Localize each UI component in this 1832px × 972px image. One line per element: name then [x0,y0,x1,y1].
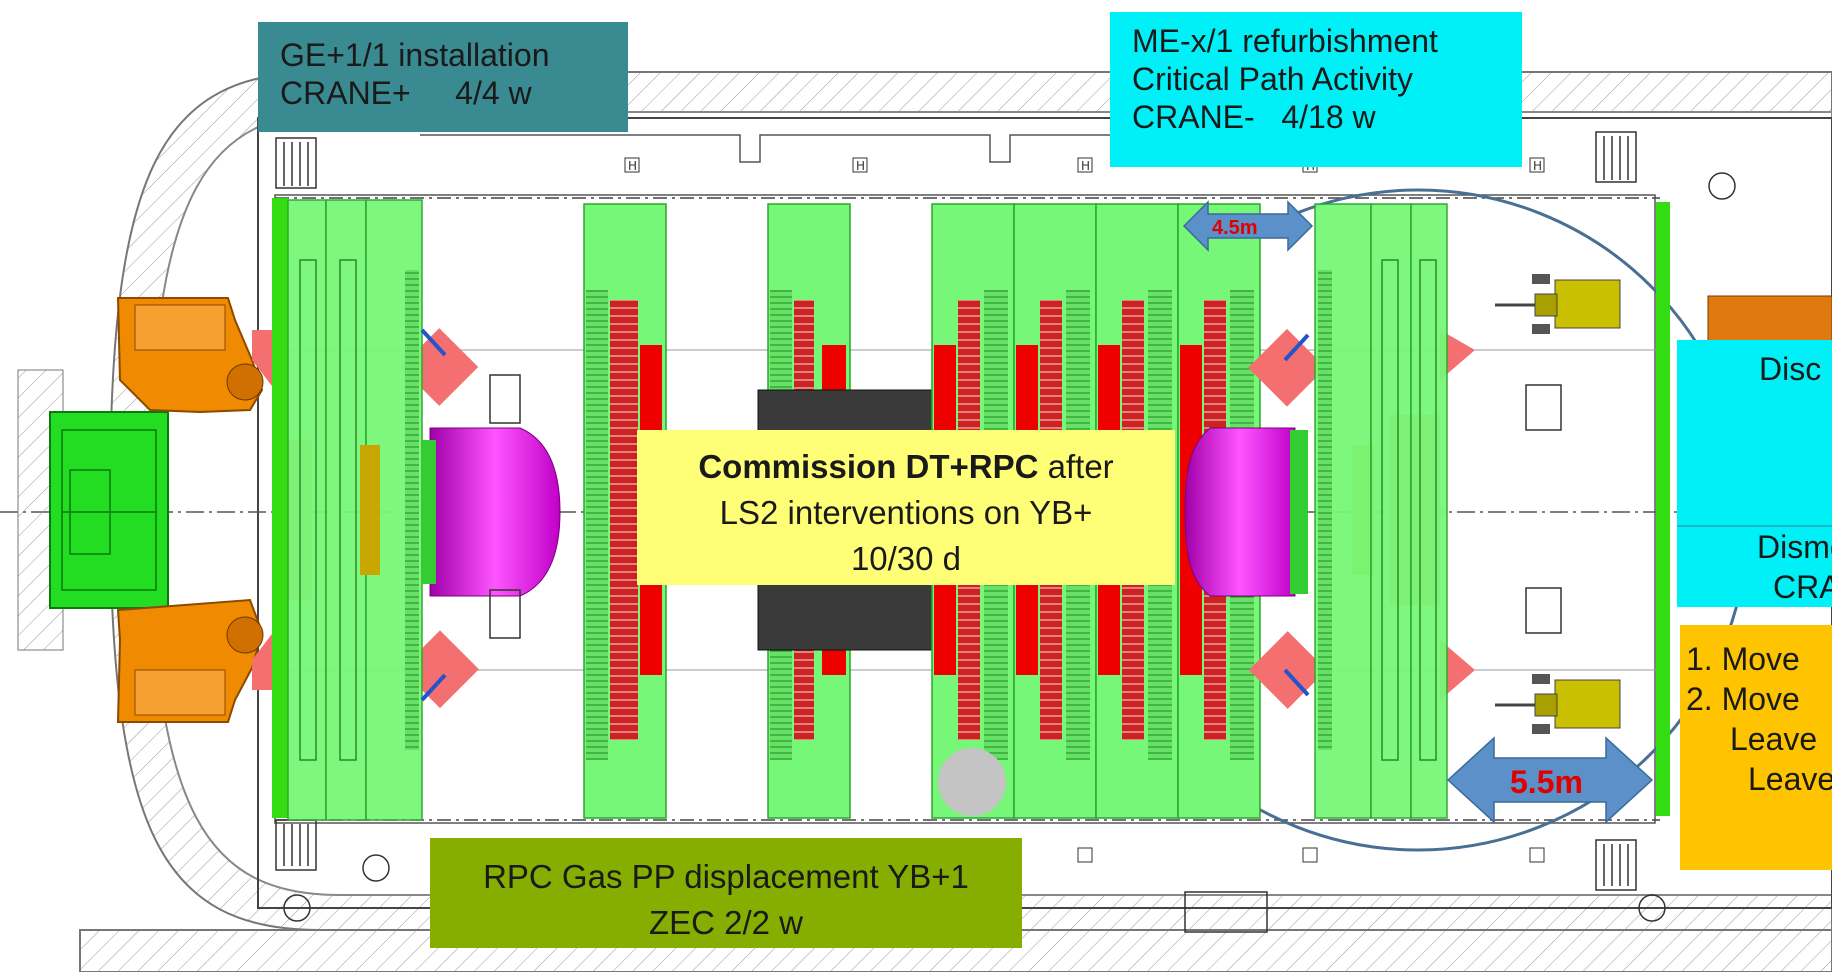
window-right [1525,587,1562,634]
label-commission: Commission DT+RPC after LS2 intervention… [637,430,1175,585]
label-line: LS2 interventions on YB+ [719,494,1093,531]
grey-disk [938,748,1006,816]
label-line: 10/30 d [850,540,962,577]
window-left [489,374,521,424]
label-line: 1. Move [1686,641,1800,677]
label-line: Leave [1748,761,1832,797]
left-green-detail [61,429,157,591]
label-bold: Commission DT+RPC [698,448,1039,485]
orange-object-right [1707,295,1832,343]
left-endcap-magenta [422,427,561,597]
label-line: ZEC 2/2 w [648,904,804,941]
label-line: CRANE- 4/18 w [1132,99,1376,135]
inner-wall [257,117,1832,909]
door [1184,891,1268,933]
label-line: CRANE+ 4/4 w [280,75,532,111]
window-right [1525,384,1562,431]
blue-arm-left [420,328,447,702]
label-rest: after [1038,448,1114,485]
svg-text:H: H [628,159,637,173]
label-line: Leave [1730,721,1818,757]
green-marker-bar-left [272,198,288,818]
endcap-disks-left [287,199,423,821]
svg-text:H: H [1081,159,1090,173]
label-ge-installation: GE+1/1 installation CRANE+ 4/4 w [258,22,628,132]
floor-squares [1077,847,1545,863]
green-marker-bar-right [1656,202,1670,816]
label-line: GE+1/1 installation [280,37,550,73]
arrow-label-top: 4.5m [1212,217,1258,239]
vehicle-top [1495,274,1621,334]
orange-lift-bottom [116,598,264,723]
endcap-disks-right [1314,203,1448,819]
label-line: Commission DT+RPC after [637,444,1175,490]
window-left [489,589,521,639]
label-line: Disc [1759,351,1822,387]
stairs-left-top [275,137,317,189]
label-line: CRAN [1773,569,1832,605]
blue-arm-right [1283,333,1310,697]
orange-lift-top [116,297,264,414]
arrow-label-bottom: 5.5m [1510,764,1583,800]
label-me-refurbishment: ME-x/1 refurbishment Critical Path Activ… [1110,12,1522,167]
right-endcap-magenta [1184,427,1374,597]
label-line: Dismo [1757,529,1832,565]
label-line: Critical Path Activity [1132,61,1413,97]
label-line: 2. Move [1686,681,1800,717]
label-disc: Disc [1677,340,1832,525]
label-dismount: Dismo CRAN [1677,525,1832,607]
label-rpc-gas: RPC Gas PP displacement YB+1 ZEC 2/2 w [430,838,1022,948]
stairs-right-top [1595,131,1637,183]
manhole-circle [1708,172,1736,200]
arrow-4-5m: 4.5m [1182,200,1314,252]
vehicle-bottom [1495,674,1621,734]
svg-text:H: H [1533,159,1542,173]
manhole-circle [1638,894,1666,922]
stairs-right-bottom [1595,839,1637,891]
manhole-circle [362,854,390,882]
label-move: 1. Move 2. Move Leave Leave [1680,625,1832,870]
manhole-circle [283,894,311,922]
label-line: RPC Gas PP displacement YB+1 [483,858,969,895]
left-green-platform [49,411,169,609]
svg-text:H: H [856,159,865,173]
arrow-5-5m: 5.5m [1446,736,1654,824]
label-line: ME-x/1 refurbishment [1132,23,1438,59]
